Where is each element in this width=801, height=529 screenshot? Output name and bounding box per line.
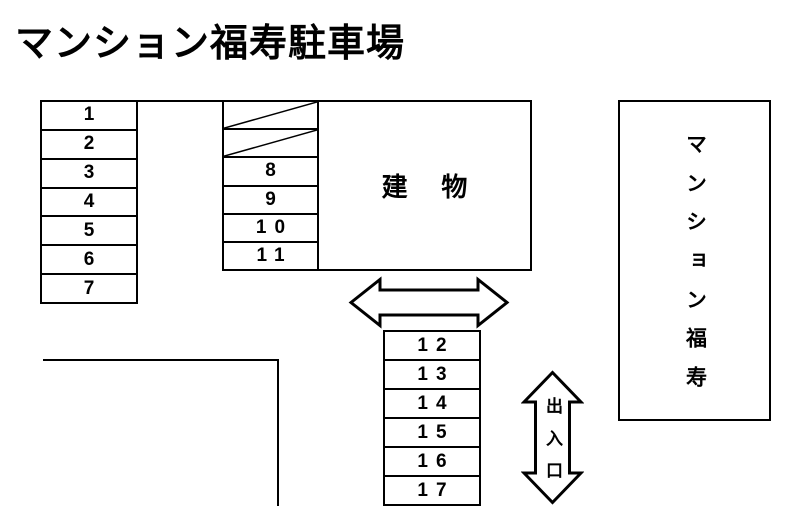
page-title: マンション福寿駐車場 xyxy=(15,23,406,65)
parking-space-unavailable xyxy=(224,102,317,129)
parking-space-3: 3 xyxy=(42,157,136,187)
parking-space-8: 8 xyxy=(224,156,317,184)
space-number: 12 xyxy=(417,334,455,356)
mansion-building-block: マンション福寿 xyxy=(618,100,771,421)
building-block: 建物 xyxy=(317,100,532,271)
space-number: 8 xyxy=(265,160,284,182)
parking-space-2: 2 xyxy=(42,128,136,158)
space-number: 9 xyxy=(265,188,284,210)
mansion-name-label: マンション福寿 xyxy=(683,133,707,406)
parking-space-4: 4 xyxy=(42,186,136,216)
space-number: 7 xyxy=(83,277,103,299)
space-number: 10 xyxy=(255,216,294,238)
parking-space-11: 11 xyxy=(224,240,317,269)
parking-column-lower: 12 13 14 15 16 17 xyxy=(383,330,481,506)
space-number: 1 xyxy=(83,104,103,126)
space-number: 17 xyxy=(417,479,455,501)
space-number: 16 xyxy=(417,450,455,472)
double-arrow-vertical-icon xyxy=(521,370,584,505)
parking-space-12: 12 xyxy=(385,332,479,359)
parking-space-16: 16 xyxy=(385,446,479,475)
parking-space-10: 10 xyxy=(224,212,317,241)
entrance-exit-label: 出入口 xyxy=(543,396,562,494)
parking-space-13: 13 xyxy=(385,359,479,388)
parking-space-9: 9 xyxy=(224,184,317,213)
space-number: 5 xyxy=(83,219,103,241)
parking-space-17: 17 xyxy=(385,475,479,504)
space-number: 11 xyxy=(256,244,293,266)
road-boundary-line-vertical xyxy=(277,359,279,506)
space-number: 6 xyxy=(83,248,103,270)
parking-space-15: 15 xyxy=(385,417,479,446)
parking-column-left: 1 2 3 4 5 6 7 xyxy=(40,100,138,304)
space-number: 15 xyxy=(417,421,455,443)
space-number: 14 xyxy=(417,392,455,414)
space-number: 2 xyxy=(83,133,103,155)
space-number: 4 xyxy=(83,191,103,212)
parking-space-6: 6 xyxy=(42,244,136,273)
two-way-traffic-arrow-icon xyxy=(348,276,510,329)
double-arrow-horizontal-icon xyxy=(348,276,510,329)
diagonal-strike-icon xyxy=(224,102,317,129)
space-number: 13 xyxy=(417,363,455,385)
space-number: 3 xyxy=(83,162,103,184)
lot-top-boundary-line xyxy=(137,100,224,102)
parking-space-14: 14 xyxy=(385,388,479,417)
parking-space-unavailable xyxy=(224,128,317,157)
diagonal-strike-icon xyxy=(224,130,317,157)
parking-space-5: 5 xyxy=(42,215,136,244)
parking-column-middle: 8 9 10 11 xyxy=(222,100,319,271)
parking-space-7: 7 xyxy=(42,273,136,302)
road-boundary-line-horizontal xyxy=(43,359,279,361)
building-label: 建物 xyxy=(381,172,502,202)
parking-space-1: 1 xyxy=(42,102,136,129)
entrance-exit-arrow: 出入口 xyxy=(521,370,584,505)
